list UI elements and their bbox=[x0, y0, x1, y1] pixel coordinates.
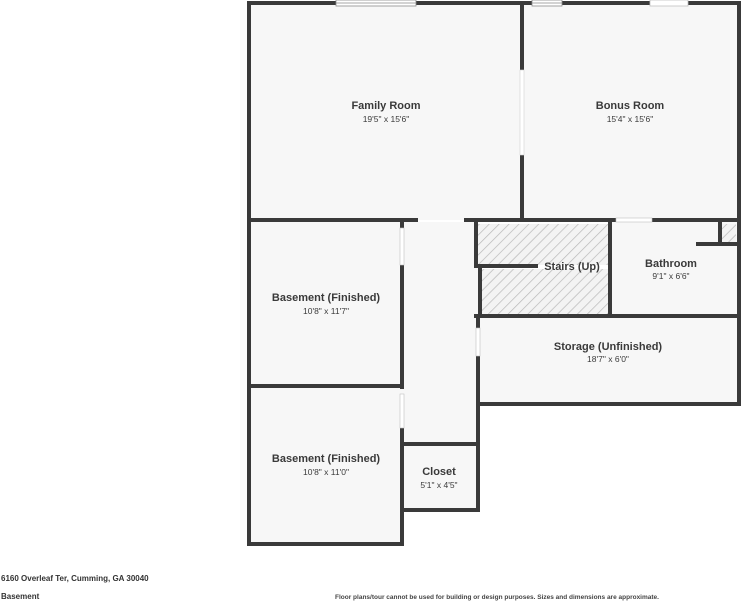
hallway-floor bbox=[402, 222, 478, 444]
bathroom-name: Bathroom bbox=[645, 258, 697, 270]
room-labels: Family Room 19'5" x 15'6" Bonus Room 15'… bbox=[272, 100, 697, 490]
closet-floor bbox=[404, 446, 476, 510]
door-basement-2 bbox=[399, 393, 405, 429]
bathroom-dims: 9'1" x 6'6" bbox=[652, 271, 689, 281]
stairs-upper-hatch bbox=[476, 224, 608, 265]
closet-dims: 5'1" x 4'5" bbox=[420, 480, 457, 490]
door-storage bbox=[475, 327, 481, 357]
bonus-room-dims: 15'4" x 15'6" bbox=[607, 114, 654, 124]
basement-2-floor bbox=[250, 387, 402, 542]
stairs-lower-hatch bbox=[482, 269, 608, 314]
bathroom-floor bbox=[610, 222, 738, 314]
family-room-name: Family Room bbox=[351, 100, 420, 112]
closet-name: Closet bbox=[422, 466, 456, 478]
floor-level-label: Basement bbox=[1, 592, 40, 601]
bath-small-hatch bbox=[722, 224, 736, 242]
bonus-room-floor bbox=[522, 4, 738, 220]
windows bbox=[335, 0, 689, 429]
window-bathroom bbox=[615, 217, 653, 223]
storage-name: Storage (Unfinished) bbox=[554, 341, 663, 353]
door-basement-1 bbox=[399, 227, 405, 266]
basement-1-dims: 10'8" x 11'7" bbox=[303, 306, 349, 316]
basement-1-floor bbox=[250, 222, 402, 385]
basement-2-dims: 10'8" x 11'0" bbox=[303, 467, 349, 477]
disclaimer-text: Floor plans/tour cannot be used for buil… bbox=[335, 594, 659, 601]
floor-fills bbox=[250, 4, 738, 542]
basement-1-name: Basement (Finished) bbox=[272, 292, 381, 304]
family-room-dims: 19'5" x 15'6" bbox=[363, 114, 410, 124]
storage-floor bbox=[478, 316, 738, 402]
window-bonus-right bbox=[649, 0, 689, 7]
basement-2-name: Basement (Finished) bbox=[272, 453, 381, 465]
property-address: 6160 Overleaf Ter, Cumming, GA 30040 bbox=[1, 574, 149, 583]
stairs-hatch bbox=[476, 224, 736, 314]
bonus-room-name: Bonus Room bbox=[596, 100, 665, 112]
storage-dims: 18'7" x 6'0" bbox=[587, 354, 629, 364]
opening-family-bonus bbox=[519, 69, 525, 156]
stairs-name: Stairs (Up) bbox=[544, 261, 600, 273]
family-room-floor bbox=[250, 4, 522, 220]
